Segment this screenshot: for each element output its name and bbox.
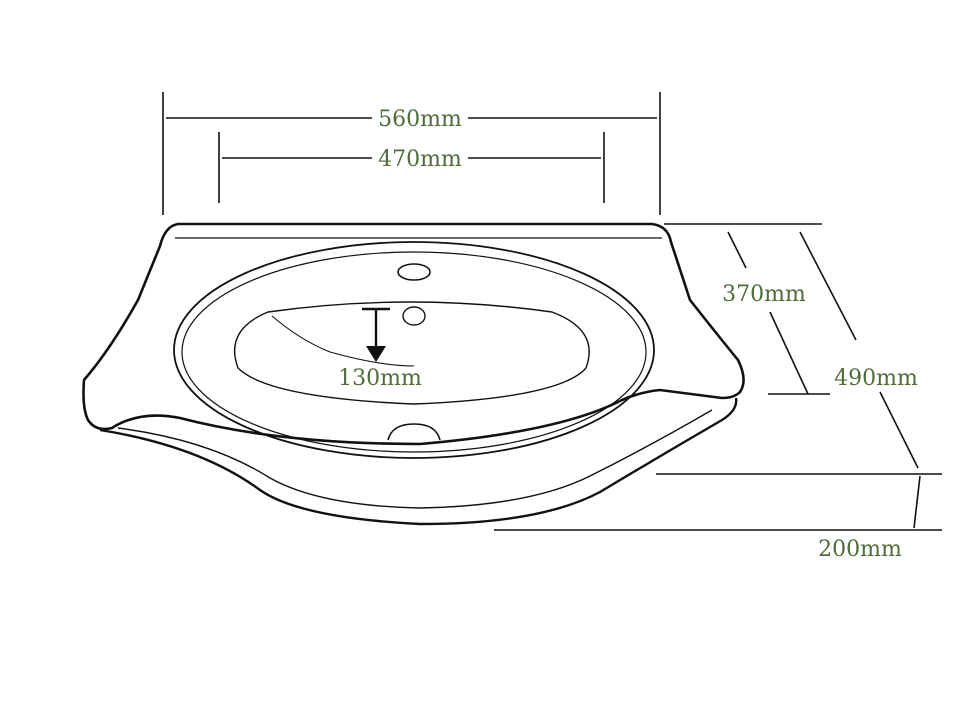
height-dimension-line	[913, 475, 921, 529]
depth-490-line-top	[799, 231, 857, 341]
basin-front-skirt-inner	[117, 409, 713, 509]
basin-front-skirt	[99, 397, 738, 526]
bowl-outer-rim	[173, 241, 655, 459]
bowl-inner-rim	[181, 251, 647, 453]
depth-490-label: 490mm	[834, 366, 918, 391]
outer-width-dimension: 560mm	[162, 92, 661, 215]
down-arrow-icon	[366, 346, 386, 362]
height-label: 200mm	[818, 537, 902, 562]
bowl-depth-dimension: 130mm	[338, 307, 422, 391]
inner-width-dimension: 470mm	[218, 132, 605, 203]
outer-width-label: 560mm	[378, 107, 462, 132]
tap-hole	[397, 263, 431, 281]
overflow-hole	[402, 306, 426, 326]
bowl-basin	[233, 301, 590, 405]
depth-dimensions: 370mm 490mm 200mm	[494, 223, 942, 562]
drain-hole	[387, 423, 441, 441]
bowl-depth-label: 130mm	[338, 366, 422, 391]
depth-490-line-bottom	[879, 391, 919, 469]
depth-370-line-bottom	[769, 311, 809, 395]
bowl-basin-shade	[271, 315, 415, 367]
basin-drawing	[82, 222, 745, 526]
depth-370-line-top	[727, 231, 747, 269]
basin-deck-outline	[82, 222, 745, 446]
inner-width-label: 470mm	[378, 147, 462, 172]
depth-370-label: 370mm	[722, 282, 806, 307]
